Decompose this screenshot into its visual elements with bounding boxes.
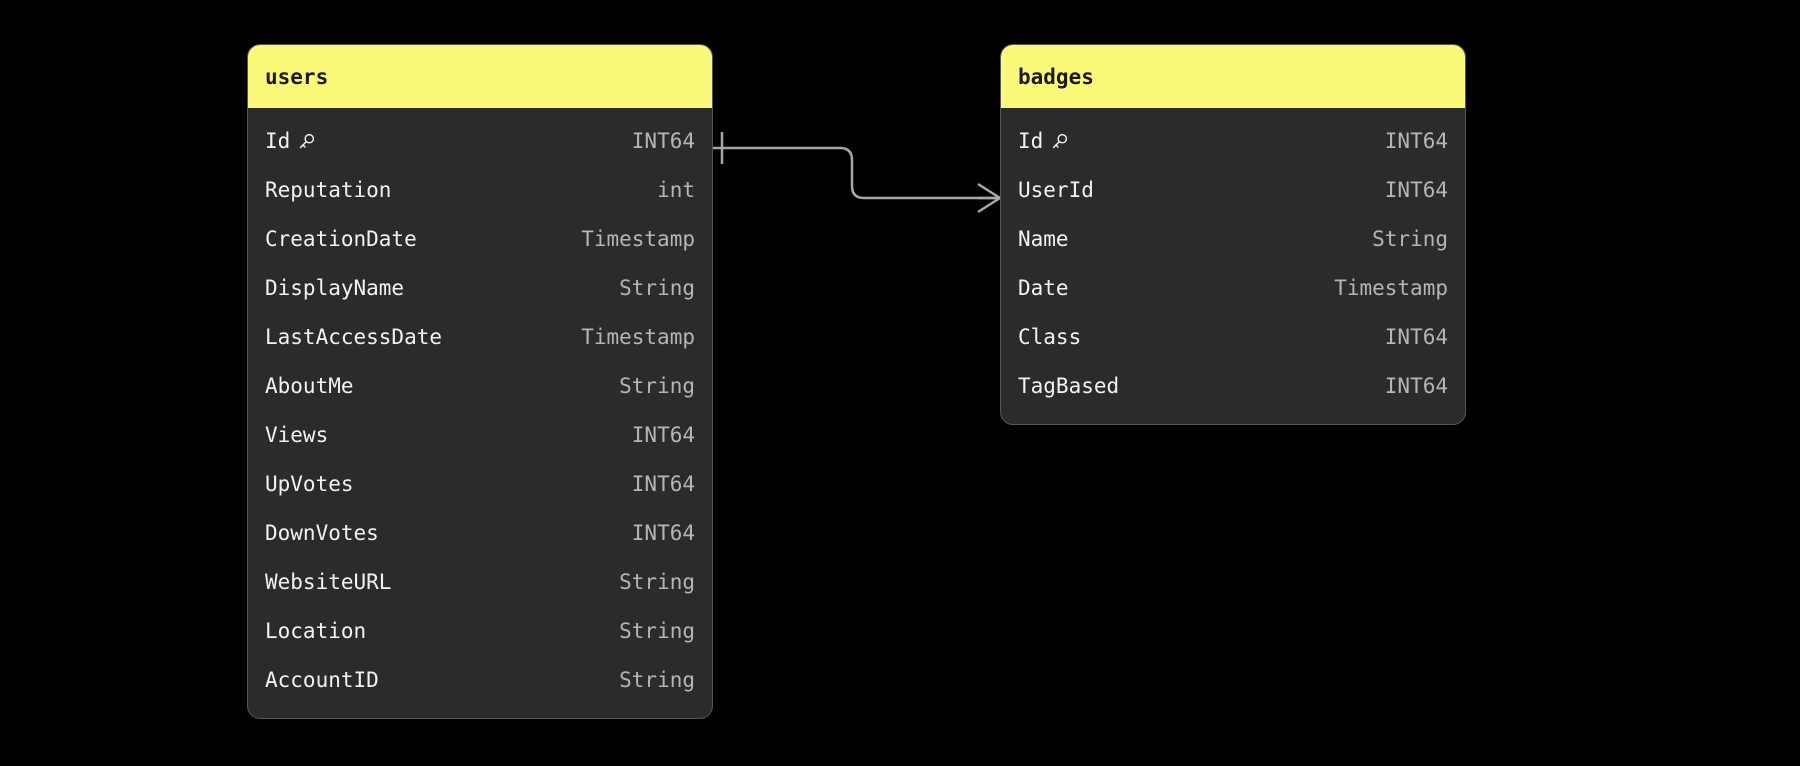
field-row[interactable]: Reputation int xyxy=(248,165,712,214)
field-row[interactable]: UserId INT64 xyxy=(1001,165,1465,214)
field-type-text: INT64 xyxy=(631,128,695,153)
field-row[interactable]: Class INT64 xyxy=(1001,312,1465,361)
field-name-cell: Location xyxy=(265,619,366,643)
field-name-cell: DisplayName xyxy=(265,276,404,300)
field-row[interactable]: Id INT64 xyxy=(248,116,712,165)
field-name-cell: AboutMe xyxy=(265,374,354,398)
field-name-text: Location xyxy=(265,618,367,643)
field-name-cell: LastAccessDate xyxy=(265,325,442,349)
field-type-text: INT64 xyxy=(1384,128,1448,153)
field-row[interactable]: Location String xyxy=(248,606,712,655)
field-row[interactable]: LastAccessDate Timestamp xyxy=(248,312,712,361)
relationship-line xyxy=(713,146,997,200)
field-type-text: String xyxy=(619,618,695,643)
field-type-text: String xyxy=(619,275,695,300)
entity-fields-badges: Id INT64 UserId INT64 xyxy=(1001,108,1465,424)
field-row[interactable]: TagBased INT64 xyxy=(1001,361,1465,410)
field-name-cell: Id xyxy=(1018,129,1069,153)
field-name-text: Views xyxy=(265,422,329,447)
entity-table-users[interactable]: users Id INT64 Reputatio xyxy=(247,44,713,719)
field-row[interactable]: Id INT64 xyxy=(1001,116,1465,165)
field-name-text: AboutMe xyxy=(265,373,354,398)
field-name-cell: UpVotes xyxy=(265,472,354,496)
field-type-text: String xyxy=(619,667,695,692)
entity-header-users: users xyxy=(248,45,712,108)
field-name-cell: Name xyxy=(1018,227,1069,251)
field-name-text: LastAccessDate xyxy=(265,324,443,349)
field-name-text: DownVotes xyxy=(265,520,379,545)
field-name-text: Date xyxy=(1018,275,1069,300)
field-row[interactable]: AccountID String xyxy=(248,655,712,704)
field-name-text: DisplayName xyxy=(265,275,405,300)
field-name-text: AccountID xyxy=(265,667,379,692)
field-name-text: Id xyxy=(265,128,291,153)
entity-table-badges[interactable]: badges Id INT64 UserId xyxy=(1000,44,1466,425)
field-name-text: TagBased xyxy=(1018,373,1120,398)
field-name-cell: Reputation xyxy=(265,178,391,202)
field-row[interactable]: DisplayName String xyxy=(248,263,712,312)
field-name-text: Name xyxy=(1018,226,1069,251)
key-icon xyxy=(1050,132,1069,151)
field-name-text: Class xyxy=(1018,324,1082,349)
field-type-text: String xyxy=(619,373,695,398)
field-name-text: UpVotes xyxy=(265,471,354,496)
field-name-cell: WebsiteURL xyxy=(265,570,391,594)
field-name-cell: UserId xyxy=(1018,178,1094,202)
field-name-cell: TagBased xyxy=(1018,374,1119,398)
field-name-text: CreationDate xyxy=(265,226,417,251)
field-type-text: String xyxy=(1372,226,1448,251)
field-type-text: Timestamp xyxy=(581,324,695,349)
field-name-cell: Id xyxy=(265,129,316,153)
field-type-text: String xyxy=(619,569,695,594)
field-name-text: UserId xyxy=(1018,177,1094,202)
field-type-text: Timestamp xyxy=(581,226,695,251)
entity-fields-users: Id INT64 Reputation int xyxy=(248,108,712,718)
field-row[interactable]: AboutMe String xyxy=(248,361,712,410)
field-name-text: WebsiteURL xyxy=(265,569,392,594)
field-row[interactable]: Name String xyxy=(1001,214,1465,263)
field-row[interactable]: Views INT64 xyxy=(248,410,712,459)
field-name-cell: Class xyxy=(1018,325,1081,349)
field-name-text: Id xyxy=(1018,128,1044,153)
field-type-text: INT64 xyxy=(631,471,695,496)
field-name-cell: DownVotes xyxy=(265,521,379,545)
field-name-cell: Views xyxy=(265,423,328,447)
field-row[interactable]: Date Timestamp xyxy=(1001,263,1465,312)
field-name-text: Reputation xyxy=(265,177,392,202)
field-name-cell: AccountID xyxy=(265,668,379,692)
field-row[interactable]: UpVotes INT64 xyxy=(248,459,712,508)
field-type-text: INT64 xyxy=(1384,324,1448,349)
field-name-cell: CreationDate xyxy=(265,227,417,251)
key-icon xyxy=(297,132,316,151)
field-type-text: Timestamp xyxy=(1334,275,1448,300)
cardinality-many-marker xyxy=(977,182,1001,214)
field-name-cell: Date xyxy=(1018,276,1069,300)
field-row[interactable]: CreationDate Timestamp xyxy=(248,214,712,263)
field-type-text: INT64 xyxy=(1384,373,1448,398)
entity-header-badges: badges xyxy=(1001,45,1465,108)
field-type-text: int xyxy=(657,177,695,202)
field-row[interactable]: DownVotes INT64 xyxy=(248,508,712,557)
field-type-text: INT64 xyxy=(1384,177,1448,202)
field-type-text: INT64 xyxy=(631,520,695,545)
field-row[interactable]: WebsiteURL String xyxy=(248,557,712,606)
field-type-text: INT64 xyxy=(631,422,695,447)
